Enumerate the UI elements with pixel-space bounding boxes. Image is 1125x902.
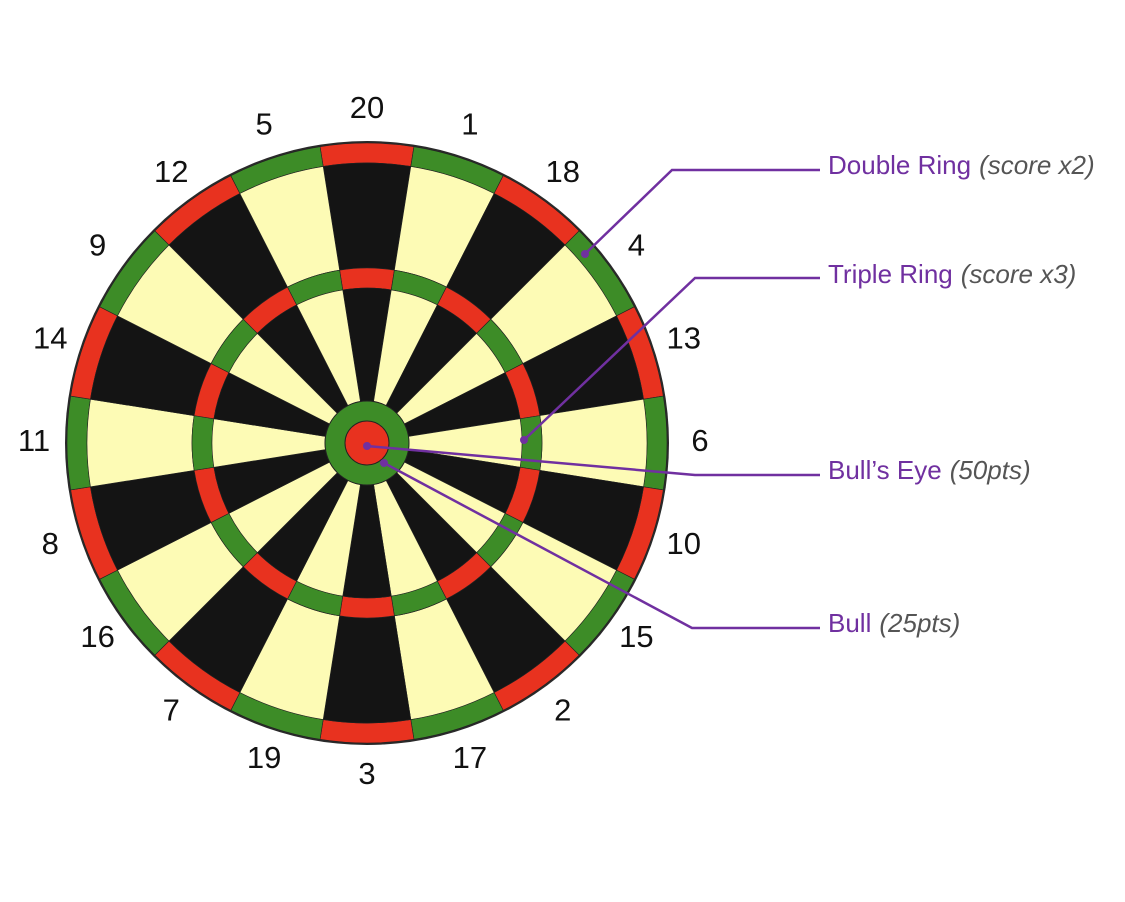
leader-bull <box>383 461 820 630</box>
number-19: 19 <box>247 740 281 775</box>
callout-leaders <box>363 168 820 630</box>
number-5: 5 <box>255 106 272 141</box>
callout-triple-ring-name: Triple Ring <box>828 259 953 289</box>
number-4: 4 <box>628 227 645 262</box>
number-8: 8 <box>42 526 59 561</box>
number-2: 2 <box>554 693 571 728</box>
number-20: 20 <box>350 90 384 125</box>
number-15: 15 <box>619 619 653 654</box>
callout-bull-note: (25pts) <box>879 608 960 638</box>
number-3: 3 <box>358 756 375 791</box>
callout-bull-name: Bull <box>828 608 871 638</box>
number-17: 17 <box>453 740 487 775</box>
callout-bulls-eye: Bull’s Eye (50pts) <box>828 455 1031 485</box>
number-7: 7 <box>163 693 180 728</box>
leader-double-ring-tip <box>581 250 589 258</box>
callout-bulls-eye-label: Bull’s Eye (50pts) <box>828 455 1031 485</box>
callout-triple-ring: Triple Ring (score x3) <box>828 259 1076 289</box>
callout-bull: Bull (25pts) <box>828 608 960 638</box>
number-11: 11 <box>18 423 50 458</box>
callout-bull-label: Bull (25pts) <box>828 608 960 638</box>
triple-segment-20 <box>339 267 395 291</box>
number-9: 9 <box>89 227 106 262</box>
number-10: 10 <box>666 526 700 561</box>
leader-bull-tip <box>380 459 388 467</box>
leader-double-ring <box>584 168 820 255</box>
callout-double-ring-note: (score x2) <box>979 150 1095 180</box>
leader-triple-ring-tip <box>520 436 528 444</box>
callout-triple-ring-note: (score x3) <box>961 259 1077 289</box>
number-18: 18 <box>545 154 579 189</box>
callout-double-ring-label: Double Ring (score x2) <box>828 150 1095 180</box>
callout-triple-ring-label: Triple Ring (score x3) <box>828 259 1076 289</box>
leader-bulls-eye <box>366 444 820 477</box>
triple-segment-11 <box>191 415 215 471</box>
number-14: 14 <box>33 320 67 355</box>
number-ring: 20 1 18 4 13 6 10 15 2 17 3 19 7 16 8 11 14 9 12 5 <box>18 90 709 791</box>
number-1: 1 <box>461 106 478 141</box>
number-12: 12 <box>154 154 188 189</box>
callout-bulls-eye-name: Bull’s Eye <box>828 455 942 485</box>
leader-bulls-eye-tip <box>363 442 371 450</box>
dartboard <box>65 141 669 745</box>
number-6: 6 <box>691 423 708 458</box>
callout-bulls-eye-note: (50pts) <box>950 455 1031 485</box>
triple-segment-3 <box>339 595 395 619</box>
leader-triple-ring <box>523 276 820 441</box>
callout-double-ring: Double Ring (score x2) <box>828 150 1095 180</box>
number-16: 16 <box>80 619 114 654</box>
callout-double-ring-name: Double Ring <box>828 150 971 180</box>
number-13: 13 <box>666 320 700 355</box>
